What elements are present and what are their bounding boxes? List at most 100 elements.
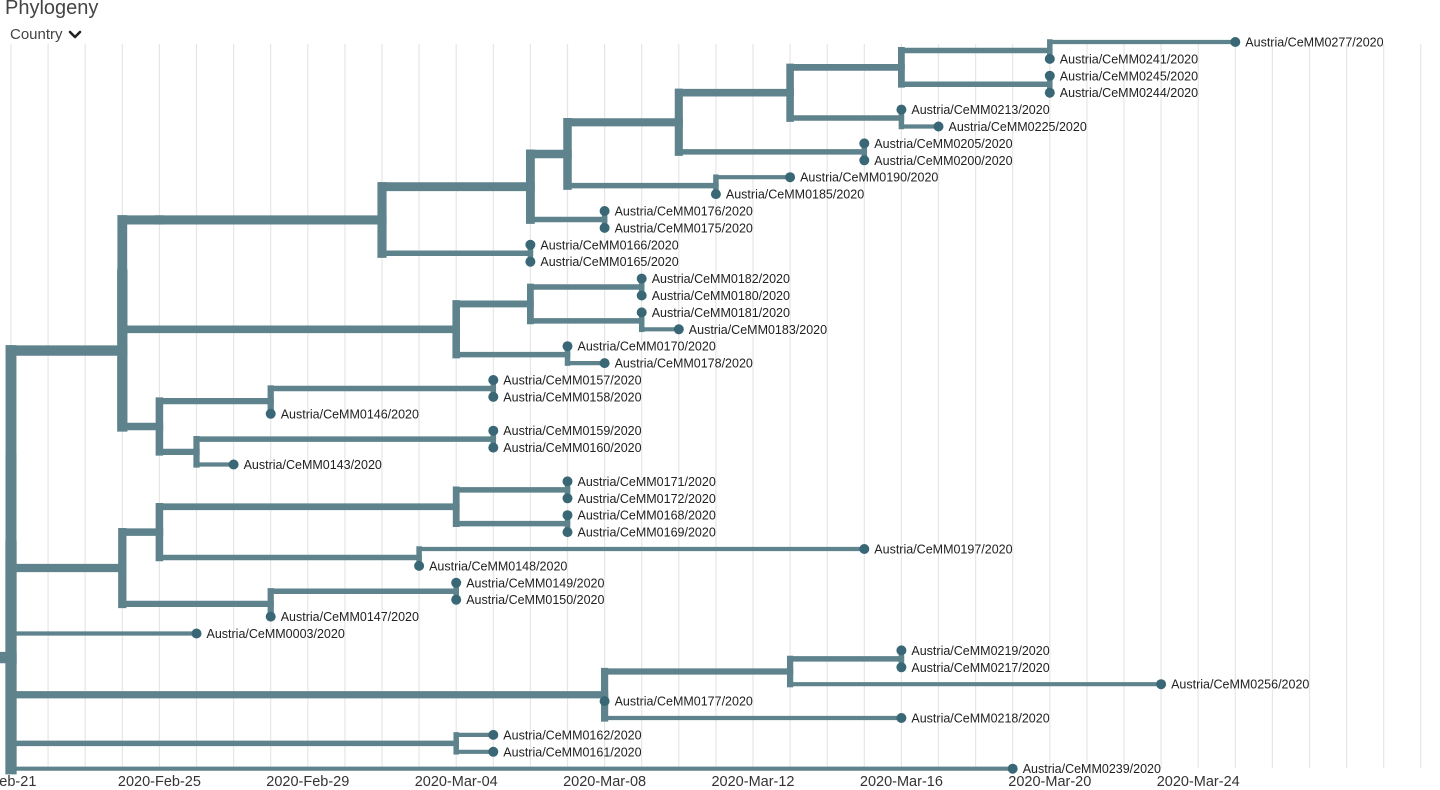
tip-node[interactable] — [599, 206, 610, 216]
tip-label: Austria/CeMM0165/2020 — [540, 255, 678, 269]
tip-label: Austria/CeMM0177/2020 — [615, 695, 753, 709]
tip-label: Austria/CeMM0168/2020 — [578, 509, 716, 523]
tip-node[interactable] — [228, 459, 239, 470]
tip-label: Austria/CeMM0239/2020 — [1023, 762, 1161, 776]
tip-label: Austria/CeMM0190/2020 — [800, 171, 938, 185]
tip-label: Austria/CeMM0159/2020 — [503, 424, 641, 438]
tip-node[interactable] — [896, 104, 907, 115]
tip-label: Austria/CeMM0182/2020 — [652, 272, 790, 286]
tip-node[interactable] — [1044, 53, 1055, 64]
tip-node[interactable] — [488, 746, 499, 757]
tip-node[interactable] — [525, 256, 536, 267]
tip-label: Austria/CeMM0183/2020 — [689, 323, 827, 337]
tip-label: Austria/CeMM0158/2020 — [503, 390, 641, 404]
tip-node[interactable] — [562, 341, 573, 352]
time-axis: -Feb-21 2020-Feb-25 2020-Feb-29 2020-Mar-04… — [0, 774, 1240, 790]
axis-tick-label: 2020-Mar-24 — [1157, 774, 1240, 790]
tip-node[interactable] — [710, 189, 721, 200]
tip-node[interactable] — [896, 645, 907, 656]
tip-label: Austria/CeMM0149/2020 — [466, 576, 604, 590]
tip-label: Austria/CeMM0205/2020 — [874, 137, 1012, 151]
tip-node[interactable] — [599, 222, 610, 233]
tip-node[interactable] — [562, 493, 573, 504]
tip-label: Austria/CeMM0241/2020 — [1060, 52, 1198, 66]
color-by-dropdown[interactable]: Country — [10, 26, 82, 43]
tip-label: Austria/CeMM0245/2020 — [1060, 69, 1198, 83]
tip-node[interactable] — [191, 628, 202, 639]
tip-label: Austria/CeMM0185/2020 — [726, 188, 864, 202]
tip-node[interactable] — [265, 611, 276, 622]
axis-tick-label: 2020-Feb-25 — [118, 774, 201, 790]
tip-label: Austria/CeMM0217/2020 — [911, 661, 1049, 675]
tip-node[interactable] — [488, 391, 499, 402]
tip-node[interactable] — [525, 239, 536, 250]
tip-label: Austria/CeMM0197/2020 — [874, 543, 1012, 557]
panel-title: Phylogeny — [5, 0, 99, 19]
tip-node[interactable] — [562, 527, 573, 538]
axis-tick-label: 2020-Mar-04 — [415, 774, 498, 790]
tip-label: Austria/CeMM0175/2020 — [615, 221, 753, 235]
tip-node[interactable] — [265, 408, 276, 419]
tip-label: Austria/CeMM0146/2020 — [281, 407, 419, 421]
tip-node[interactable] — [1044, 70, 1055, 81]
tip-node[interactable] — [636, 273, 647, 284]
axis-tick-label: 2020-Mar-16 — [860, 774, 943, 790]
tip-node[interactable] — [414, 560, 425, 571]
tip-label: Austria/CeMM0166/2020 — [540, 238, 678, 252]
tip-label: Austria/CeMM0147/2020 — [281, 610, 419, 624]
tip-node[interactable] — [599, 696, 610, 707]
tip-label: Austria/CeMM0277/2020 — [1245, 36, 1383, 50]
axis-tick-label: 2020-Mar-20 — [1008, 774, 1091, 790]
tip-label: Austria/CeMM0219/2020 — [911, 644, 1049, 658]
tip-label: Austria/CeMM0150/2020 — [466, 593, 604, 607]
tip-label: Austria/CeMM0003/2020 — [207, 627, 345, 641]
tip-node[interactable] — [451, 577, 462, 588]
tip-node[interactable] — [673, 324, 684, 335]
tip-label: Austria/CeMM0218/2020 — [911, 712, 1049, 726]
tip-node[interactable] — [488, 425, 499, 436]
tip-node[interactable] — [785, 172, 796, 183]
tip-node[interactable] — [859, 138, 870, 149]
tip-node[interactable] — [488, 729, 499, 740]
tip-label: Austria/CeMM0178/2020 — [615, 357, 753, 371]
tip-label: Austria/CeMM0176/2020 — [615, 205, 753, 219]
tip-label: Austria/CeMM0200/2020 — [874, 154, 1012, 168]
tip-node[interactable] — [1007, 763, 1018, 774]
tip-label: Austria/CeMM0162/2020 — [503, 728, 641, 742]
tip-node[interactable] — [451, 594, 462, 605]
tip-node[interactable] — [896, 713, 907, 723]
axis-tick-label: 2020-Feb-29 — [266, 774, 349, 790]
color-by-label: Country — [10, 26, 63, 43]
tip-node[interactable] — [896, 662, 907, 673]
tip-label: Austria/CeMM0171/2020 — [578, 475, 716, 489]
tip-node[interactable] — [636, 307, 647, 318]
tip-label: Austria/CeMM0143/2020 — [244, 458, 382, 472]
axis-tick-label: -Feb-21 — [0, 774, 36, 790]
tip-node[interactable] — [1156, 679, 1167, 690]
tip-label: Austria/CeMM0148/2020 — [429, 559, 567, 573]
tip-label: Austria/CeMM0244/2020 — [1060, 86, 1198, 100]
tip-node[interactable] — [1230, 37, 1241, 47]
tip-label: Austria/CeMM0169/2020 — [578, 526, 716, 540]
chevron-down-icon — [68, 30, 81, 38]
tip-label: Austria/CeMM0181/2020 — [652, 306, 790, 320]
tip-label: Austria/CeMM0157/2020 — [503, 374, 641, 388]
tip-node[interactable] — [636, 290, 647, 301]
tip-node[interactable] — [562, 476, 573, 487]
tip-node[interactable] — [859, 544, 870, 554]
tip-label: Austria/CeMM0170/2020 — [578, 340, 716, 354]
tip-node[interactable] — [599, 358, 610, 369]
axis-tick-label: 2020-Mar-08 — [563, 774, 646, 790]
tip-label: Austria/CeMM0160/2020 — [503, 441, 641, 455]
tip-node[interactable] — [562, 510, 573, 521]
tip-node[interactable] — [488, 442, 499, 453]
tip-node[interactable] — [488, 375, 499, 385]
tip-node[interactable] — [1044, 87, 1055, 98]
tip-label: Austria/CeMM0161/2020 — [503, 745, 641, 759]
tip-node[interactable] — [933, 121, 944, 132]
tip-layer: Austria/CeMM0277/2020Austria/CeMM0241/20… — [191, 36, 1384, 776]
tip-node[interactable] — [859, 155, 870, 166]
tip-label: Austria/CeMM0256/2020 — [1171, 678, 1309, 692]
tip-label: Austria/CeMM0180/2020 — [652, 289, 790, 303]
